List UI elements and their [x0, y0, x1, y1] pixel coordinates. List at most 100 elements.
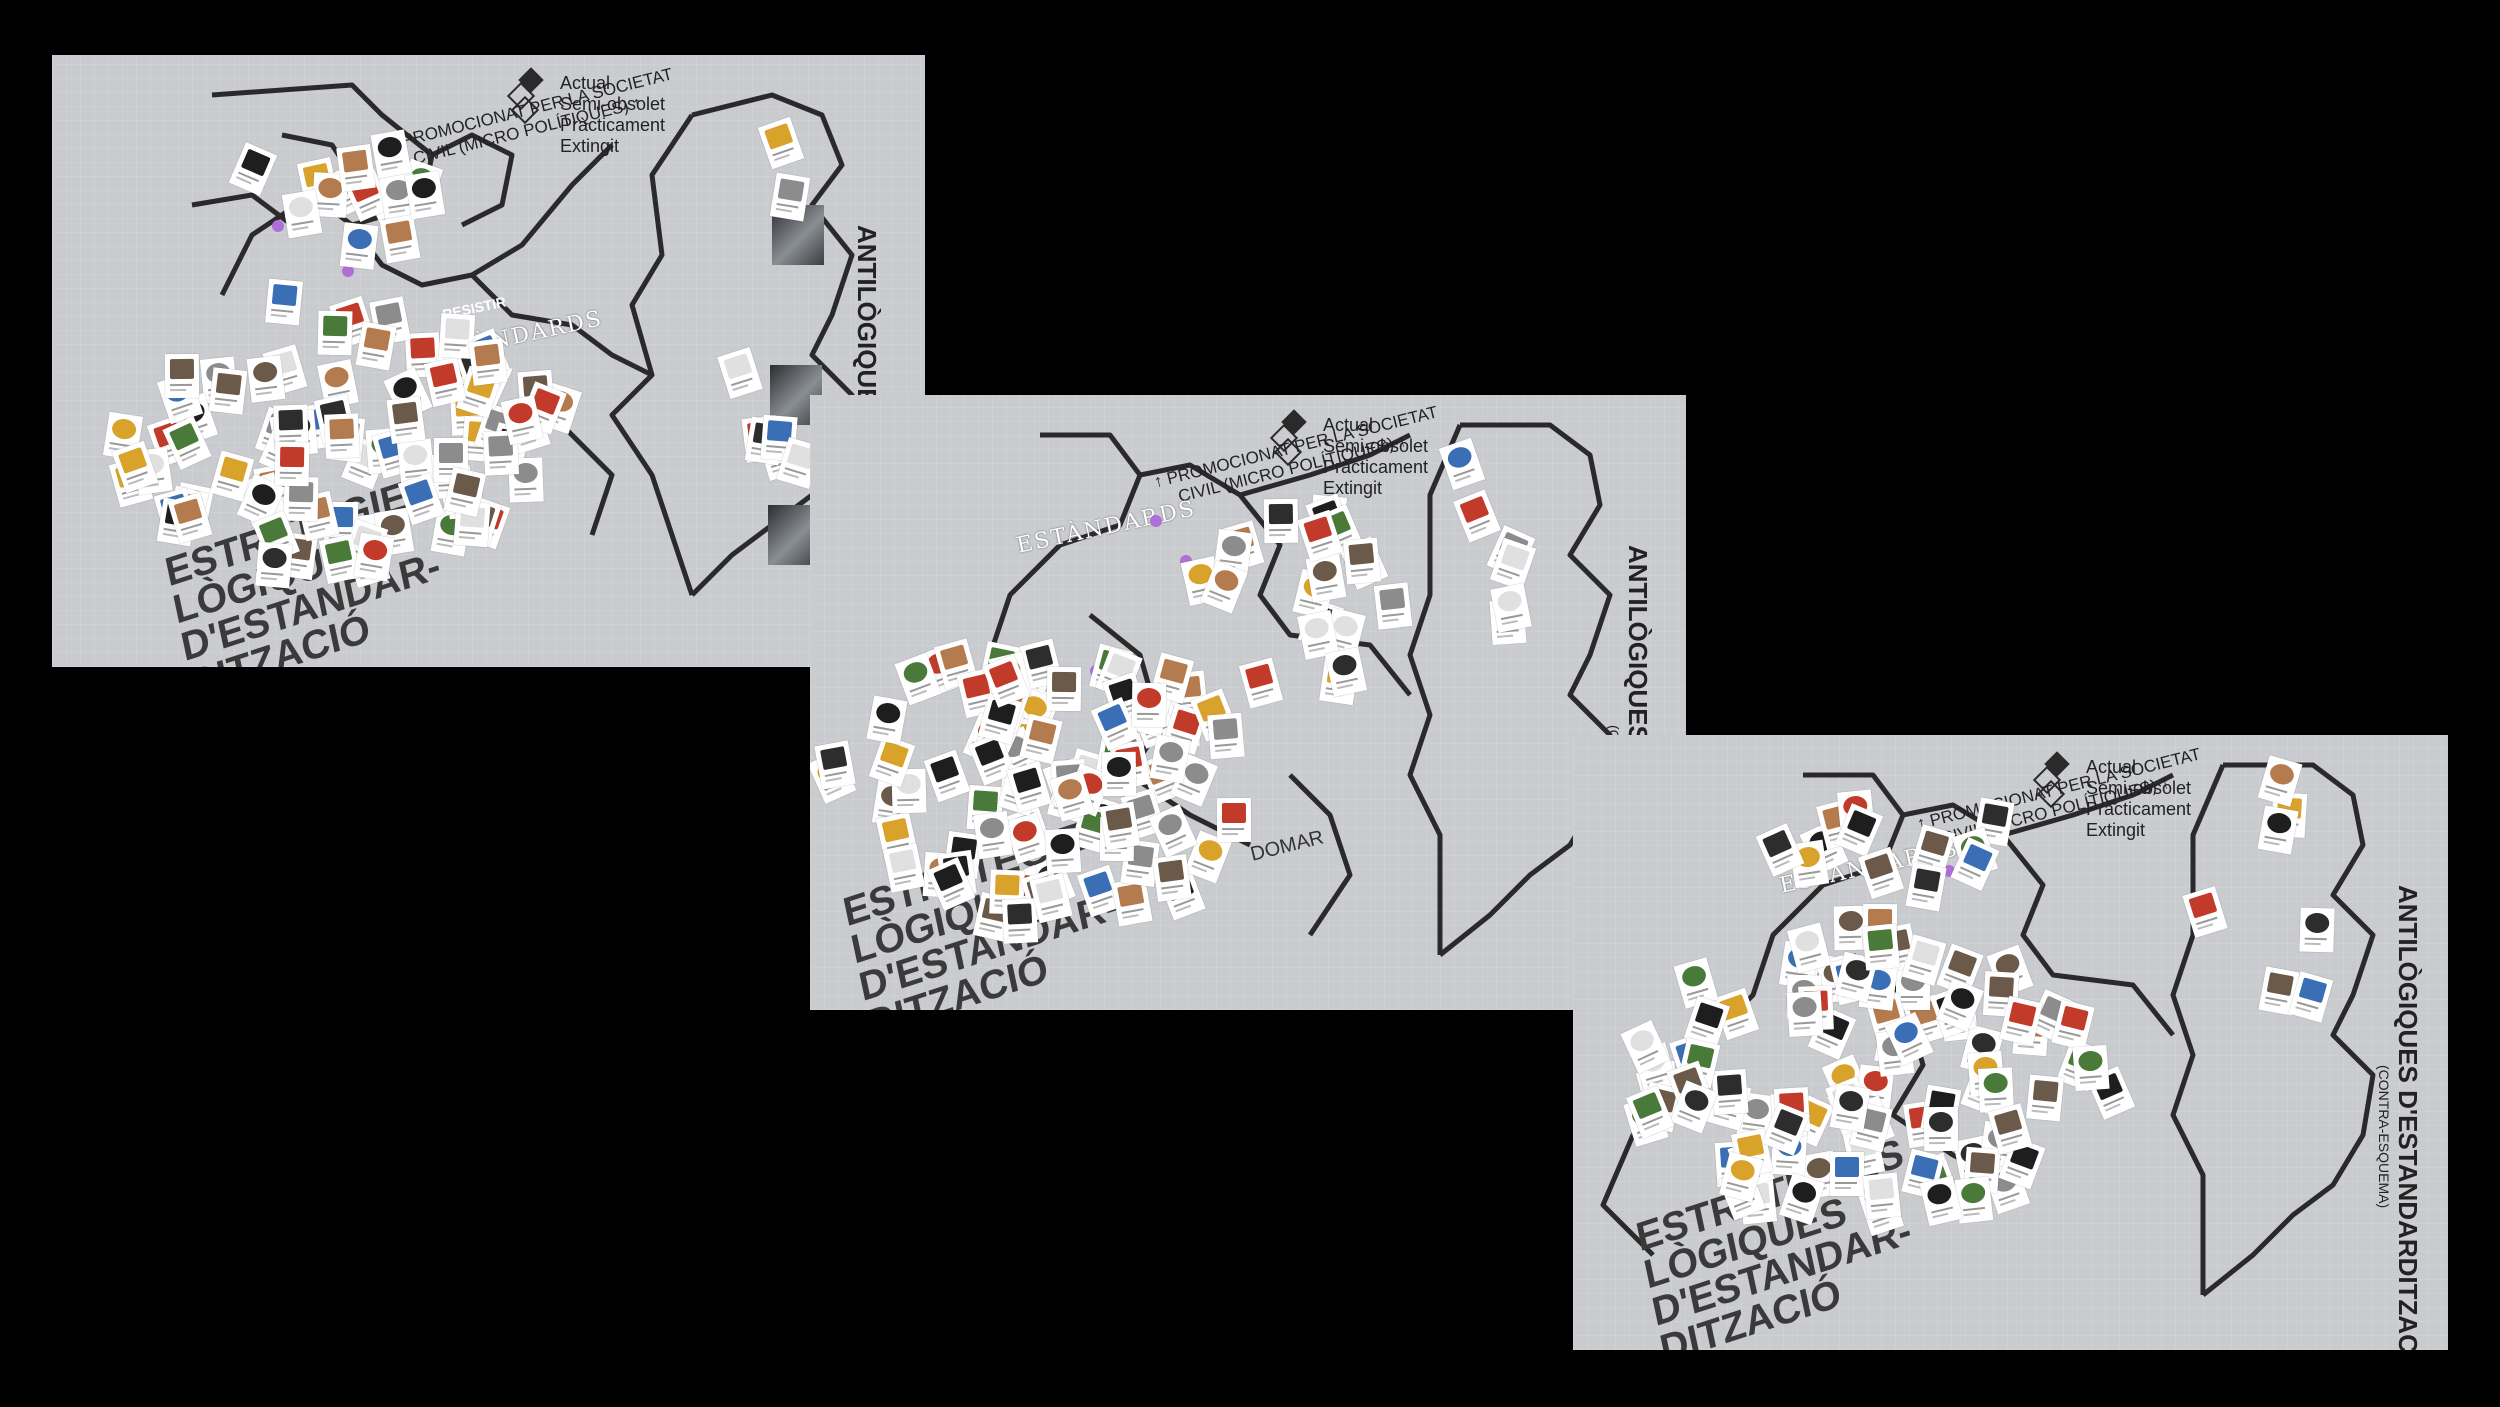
card-thumbnail: [1838, 910, 1863, 931]
card-line: [1041, 903, 1064, 911]
object-card: [323, 412, 360, 459]
card-thumbnail: [1632, 1091, 1662, 1120]
card-thumbnail: [1925, 1181, 1954, 1207]
object-card: [1149, 734, 1191, 785]
card-thumbnail: [1028, 719, 1057, 745]
card-line: [982, 847, 999, 852]
card-line: [1298, 603, 1315, 610]
card-thumbnail: [363, 326, 391, 351]
card-thumbnail: [1052, 671, 1077, 693]
card-line: [415, 207, 432, 213]
card-thumbnail: [1050, 833, 1076, 855]
card-thumbnail: [889, 849, 917, 874]
card-line: [1136, 712, 1159, 716]
object-card: [1923, 1107, 1959, 1152]
card-thumbnail: [324, 539, 353, 565]
card-line: [1719, 1099, 1742, 1103]
card-line: [307, 521, 330, 529]
card-line: [873, 725, 896, 732]
card-thumbnail: [1867, 929, 1894, 952]
title-antilogiques: ANTILÒGIQUES D'ESTANDARDITZACIÓ (CONTRA-…: [2376, 885, 2423, 1350]
card-thumbnail: [995, 874, 1020, 896]
card-line: [1984, 1102, 2001, 1106]
card-thumbnail: [262, 547, 288, 570]
object-card: [265, 278, 304, 326]
card-line: [1269, 528, 1292, 532]
card-line: [732, 384, 749, 392]
card-line: [1253, 694, 1270, 701]
card-thumbnail: [1311, 558, 1339, 583]
card-line: [169, 389, 187, 392]
card-line: [490, 465, 507, 469]
object-card: [369, 129, 412, 179]
card-line: [1161, 884, 1184, 890]
card-line: [1269, 534, 1286, 537]
card-line: [361, 356, 378, 362]
card-thumbnail: [279, 446, 304, 467]
card-line: [1726, 1018, 1749, 1028]
card-line: [765, 449, 782, 454]
card-line: [330, 443, 353, 447]
card-thumbnail: [879, 740, 909, 768]
card-line: [1871, 1202, 1894, 1208]
card-thumbnail: [1007, 903, 1033, 925]
card-thumbnail: [346, 227, 373, 251]
card-line: [261, 576, 278, 581]
card-thumbnail: [251, 361, 278, 384]
legend-swatch-icon: [1269, 409, 1307, 467]
card-thumbnail: [361, 538, 389, 563]
object-card: [164, 354, 200, 399]
object-card: [339, 222, 379, 270]
card-thumbnail: [1136, 687, 1161, 709]
card-line: [459, 530, 482, 535]
card-line: [1835, 1182, 1858, 1185]
card-thumbnail: [1791, 996, 1818, 1018]
card-thumbnail: [2077, 1049, 2104, 1072]
card-line: [362, 351, 385, 358]
card-line: [271, 314, 288, 318]
card-thumbnail: [1983, 1072, 2009, 1094]
card-thumbnail: [473, 343, 501, 367]
card-thumbnail: [2266, 971, 2295, 996]
card-thumbnail: [1082, 870, 1113, 898]
card-line: [1870, 960, 1887, 964]
card-line: [895, 880, 912, 886]
object-card: [1101, 752, 1137, 797]
card-line: [1155, 770, 1172, 775]
card-line: [825, 770, 848, 778]
card-line: [279, 476, 296, 479]
card-thumbnail: [2267, 761, 2296, 788]
card-thumbnail: [287, 195, 315, 220]
card-line: [388, 203, 411, 209]
card-line: [1215, 748, 1232, 752]
legend-item-practicament: Pràcticament: [560, 115, 666, 135]
object-card: [274, 441, 309, 487]
card-line: [396, 432, 413, 437]
card-thumbnail: [1962, 843, 1993, 872]
card-line: [1793, 1026, 1810, 1030]
card-line: [288, 507, 311, 510]
card-line: [345, 252, 368, 257]
card-thumbnail: [929, 756, 960, 783]
card-line: [1316, 589, 1333, 595]
card-line: [1126, 869, 1149, 875]
card-thumbnail: [219, 456, 249, 483]
card-line: [322, 346, 339, 349]
legend-item-semi-obsolet: Semi-obsolet: [1323, 436, 1429, 456]
card-thumbnail: [974, 738, 1004, 766]
card-line: [2031, 1110, 2048, 1114]
object-card: [1830, 1152, 1865, 1197]
card-thumbnail: [978, 816, 1005, 840]
card-line: [292, 226, 309, 232]
path-diagram: [1600, 762, 2376, 1297]
card-line: [359, 567, 376, 573]
card-thumbnail: [1157, 859, 1185, 883]
card-thumbnail: [1681, 1086, 1712, 1114]
card-line: [1126, 874, 1143, 879]
card-thumbnail: [2061, 1005, 2090, 1031]
card-thumbnail: [1500, 544, 1530, 572]
card-line: [1382, 613, 1405, 618]
card-line: [389, 245, 412, 251]
card-thumbnail: [1805, 1155, 1833, 1180]
legend: Actual Semi-obsolet Pràcticament Extingi…: [1269, 409, 1429, 499]
